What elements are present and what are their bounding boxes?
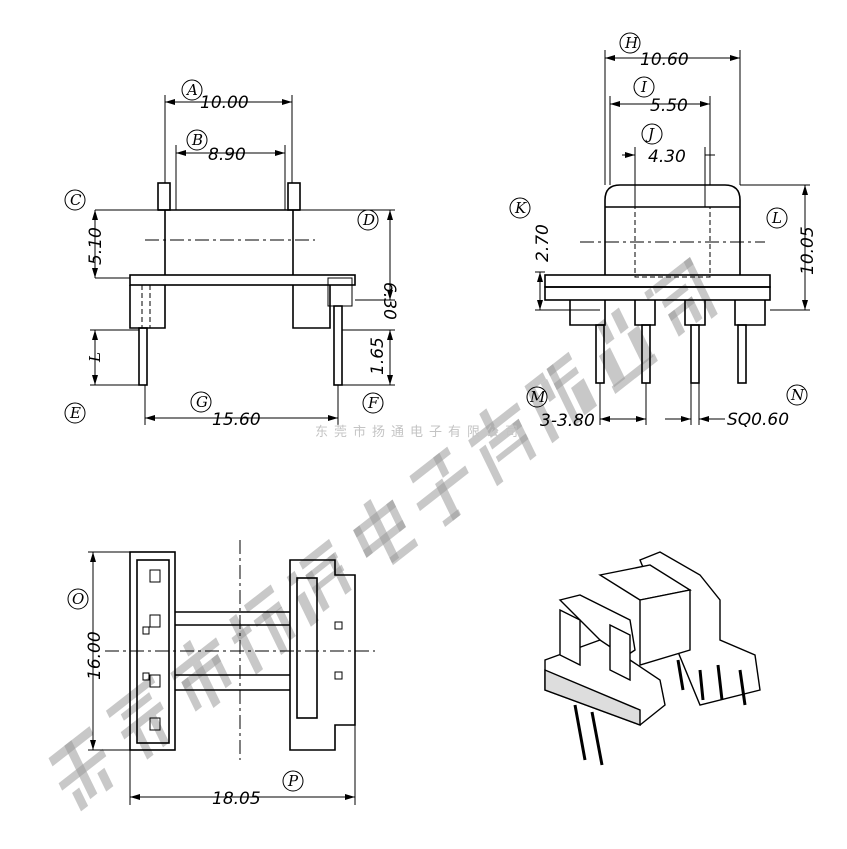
label-g: G — [196, 393, 208, 411]
watermark-stroke — [58, 748, 107, 791]
dim-c: 5.10 — [86, 227, 106, 265]
label-b: B — [191, 131, 203, 149]
watermark-stroke — [540, 378, 556, 403]
label-n: N — [790, 386, 805, 404]
label-i: I — [640, 78, 648, 96]
label-c: C — [70, 191, 82, 209]
watermark-stroke — [442, 509, 461, 527]
watermark-stroke — [149, 714, 170, 748]
watermark-stroke — [353, 525, 373, 558]
bottom-view — [88, 540, 375, 805]
watermark-stroke — [182, 639, 196, 657]
watermark-glyph — [353, 498, 419, 566]
label-f: F — [367, 394, 379, 412]
dim-d: 6.30 — [379, 282, 399, 320]
watermark-stroke — [683, 256, 718, 319]
watermark-glyph — [524, 351, 598, 444]
label-p: P — [287, 772, 299, 790]
watermark-stroke — [433, 452, 450, 478]
watermark-stroke — [72, 787, 89, 812]
watermark-stroke — [363, 498, 400, 564]
watermark-glyph — [48, 726, 114, 812]
label-m: M — [529, 388, 546, 406]
watermark-stroke — [479, 408, 498, 438]
watermark-stroke — [386, 499, 406, 532]
watermark-stroke — [546, 364, 581, 426]
isometric-view — [544, 551, 761, 766]
watermark-glyph — [596, 307, 658, 394]
watermark-stroke — [598, 347, 626, 388]
reference-labels — [64, 32, 808, 792]
watermark-stroke — [97, 767, 114, 792]
dim-g: 15.60 — [212, 410, 261, 430]
dim-h: 10.60 — [640, 50, 689, 70]
watermark-stroke — [627, 325, 654, 366]
watermark-glyph — [468, 402, 537, 487]
dim-o: 16.00 — [85, 631, 105, 680]
watermark-stroke — [435, 478, 461, 521]
dim-i: 5.50 — [650, 96, 688, 116]
dim-m: 3-3.80 — [540, 411, 595, 431]
watermark-stroke — [120, 701, 164, 740]
label-a: A — [185, 81, 198, 99]
dim-b: 8.90 — [208, 145, 246, 165]
watermark-stroke — [211, 653, 232, 689]
label-e: E — [69, 404, 81, 422]
watermark-glyph — [229, 584, 296, 675]
watermark-stroke — [299, 538, 333, 570]
dim-a: 10.00 — [200, 93, 249, 113]
dim-j: 4.30 — [648, 147, 686, 167]
watermark-stroke — [231, 624, 252, 645]
watermark-stroke — [170, 637, 220, 681]
dim-p: 18.05 — [212, 789, 261, 809]
watermark-stroke — [495, 433, 529, 463]
label-o: O — [72, 590, 84, 608]
watermark-stroke — [192, 660, 221, 708]
dim-n: SQ0.60 — [727, 410, 789, 430]
watermark-stroke — [512, 418, 537, 461]
watermark-stroke — [327, 553, 352, 595]
label-j: J — [645, 125, 655, 143]
watermark-stroke — [668, 309, 686, 337]
watermark-stroke — [479, 444, 504, 487]
label-d: D — [362, 211, 375, 229]
watermark-stroke — [296, 591, 319, 627]
watermark-stroke — [243, 584, 275, 613]
label-l: L — [771, 209, 782, 227]
watermark-glyph — [409, 446, 469, 527]
label-h: H — [624, 34, 639, 52]
watermark-stroke — [611, 353, 658, 394]
watermark-glyph — [170, 637, 232, 712]
front-view — [90, 95, 395, 425]
watermark-stroke — [524, 380, 560, 444]
watermark-stroke — [610, 307, 629, 334]
watermark-stroke — [389, 538, 419, 566]
dim-1-65: 1.65 — [368, 337, 388, 375]
dim-l: 10.05 — [798, 226, 818, 275]
watermark-stroke — [229, 614, 264, 675]
watermark-stroke — [661, 283, 689, 309]
dim-k: 2.70 — [533, 224, 553, 262]
label-k: K — [514, 199, 527, 217]
watermark-stroke — [531, 372, 547, 389]
watermark-stroke — [181, 677, 202, 712]
watermark-stroke — [571, 378, 598, 416]
watermark-glyph — [286, 538, 352, 627]
side-view — [535, 50, 810, 425]
watermark-stroke — [644, 287, 655, 301]
watermark-small: 东莞市扬通电子有限公司 — [315, 424, 524, 440]
watermark-stroke — [261, 609, 288, 656]
watermark-stroke — [685, 296, 703, 324]
label-l-front: L — [86, 352, 104, 363]
